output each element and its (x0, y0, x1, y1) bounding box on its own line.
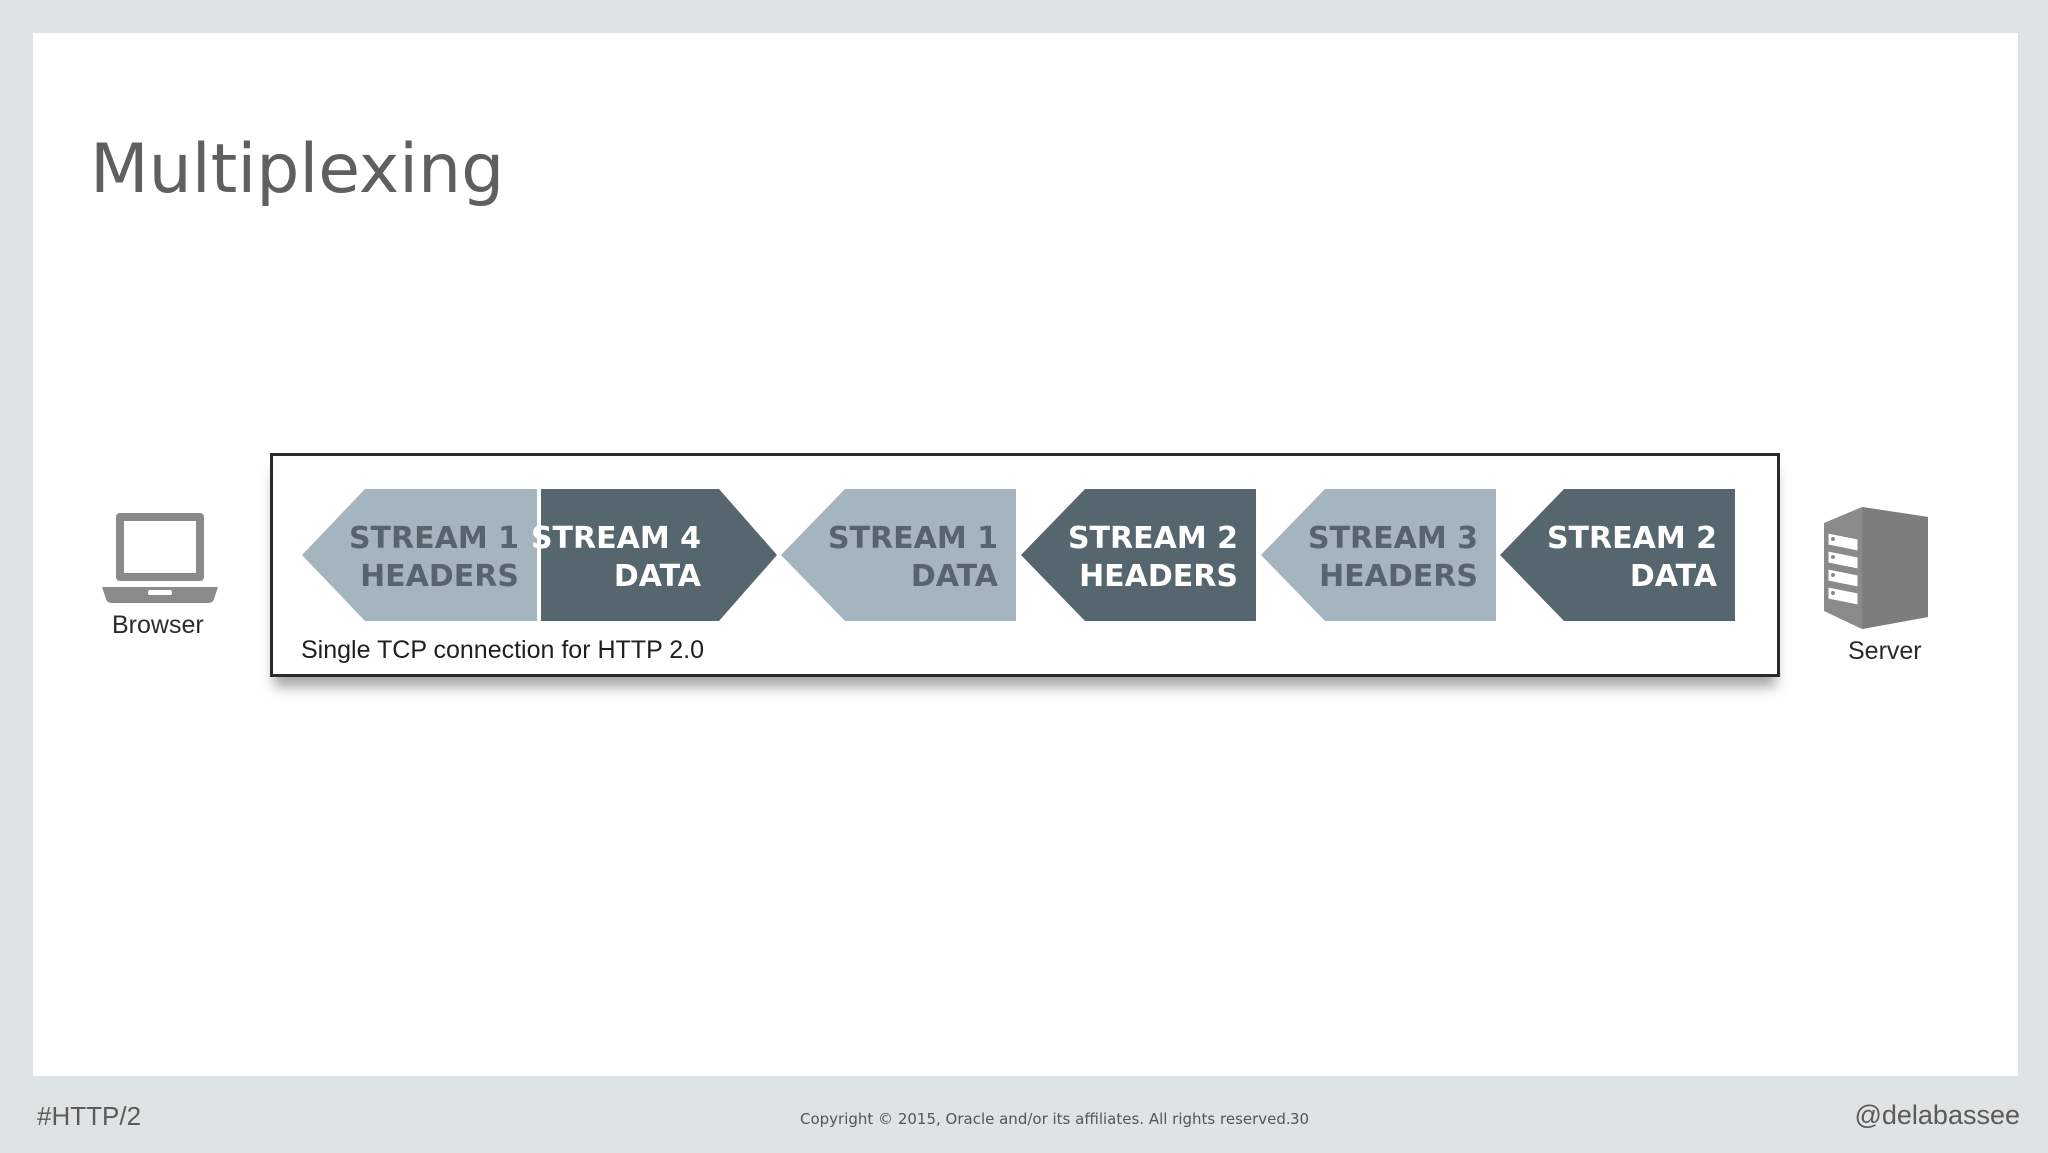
frame-stream-label: STREAM 4 (531, 521, 701, 556)
frame-shape (541, 489, 777, 621)
browser-label: Browser (112, 611, 204, 639)
slide-title: Multiplexing (90, 130, 505, 209)
footer-handle: @delabassee (1854, 1100, 2020, 1130)
frame-shape (1261, 489, 1496, 621)
frame-stream-label: STREAM 2 (1547, 521, 1717, 556)
footer-copyright: Copyright © 2015, Oracle and/or its affi… (800, 1110, 1291, 1128)
frame-shape (1500, 489, 1735, 621)
frame-stream-label: STREAM 1 (828, 521, 998, 556)
server-icon (1824, 507, 1928, 629)
frame-type-label: DATA (1630, 559, 1718, 594)
frame-shape (1021, 489, 1256, 621)
frame-type-label: HEADERS (1319, 559, 1478, 594)
laptop-icon (102, 513, 218, 603)
tcp-connection-label: Single TCP connection for HTTP 2.0 (301, 636, 704, 664)
footer-hashtag: #HTTP/2 (37, 1101, 142, 1131)
server-label: Server (1848, 637, 1922, 665)
frame-type-label: DATA (614, 559, 702, 594)
frame-stream-label: STREAM 3 (1308, 521, 1478, 556)
frame-shape (302, 489, 537, 621)
frame-stream-label: STREAM 1 (349, 521, 519, 556)
frame-stream-label: STREAM 2 (1068, 521, 1238, 556)
frame-shape (781, 489, 1016, 621)
page-number: 30 (1290, 1110, 1310, 1128)
frame-type-label: HEADERS (360, 559, 519, 594)
frame-type-label: HEADERS (1079, 559, 1238, 594)
frame-type-label: DATA (911, 559, 999, 594)
